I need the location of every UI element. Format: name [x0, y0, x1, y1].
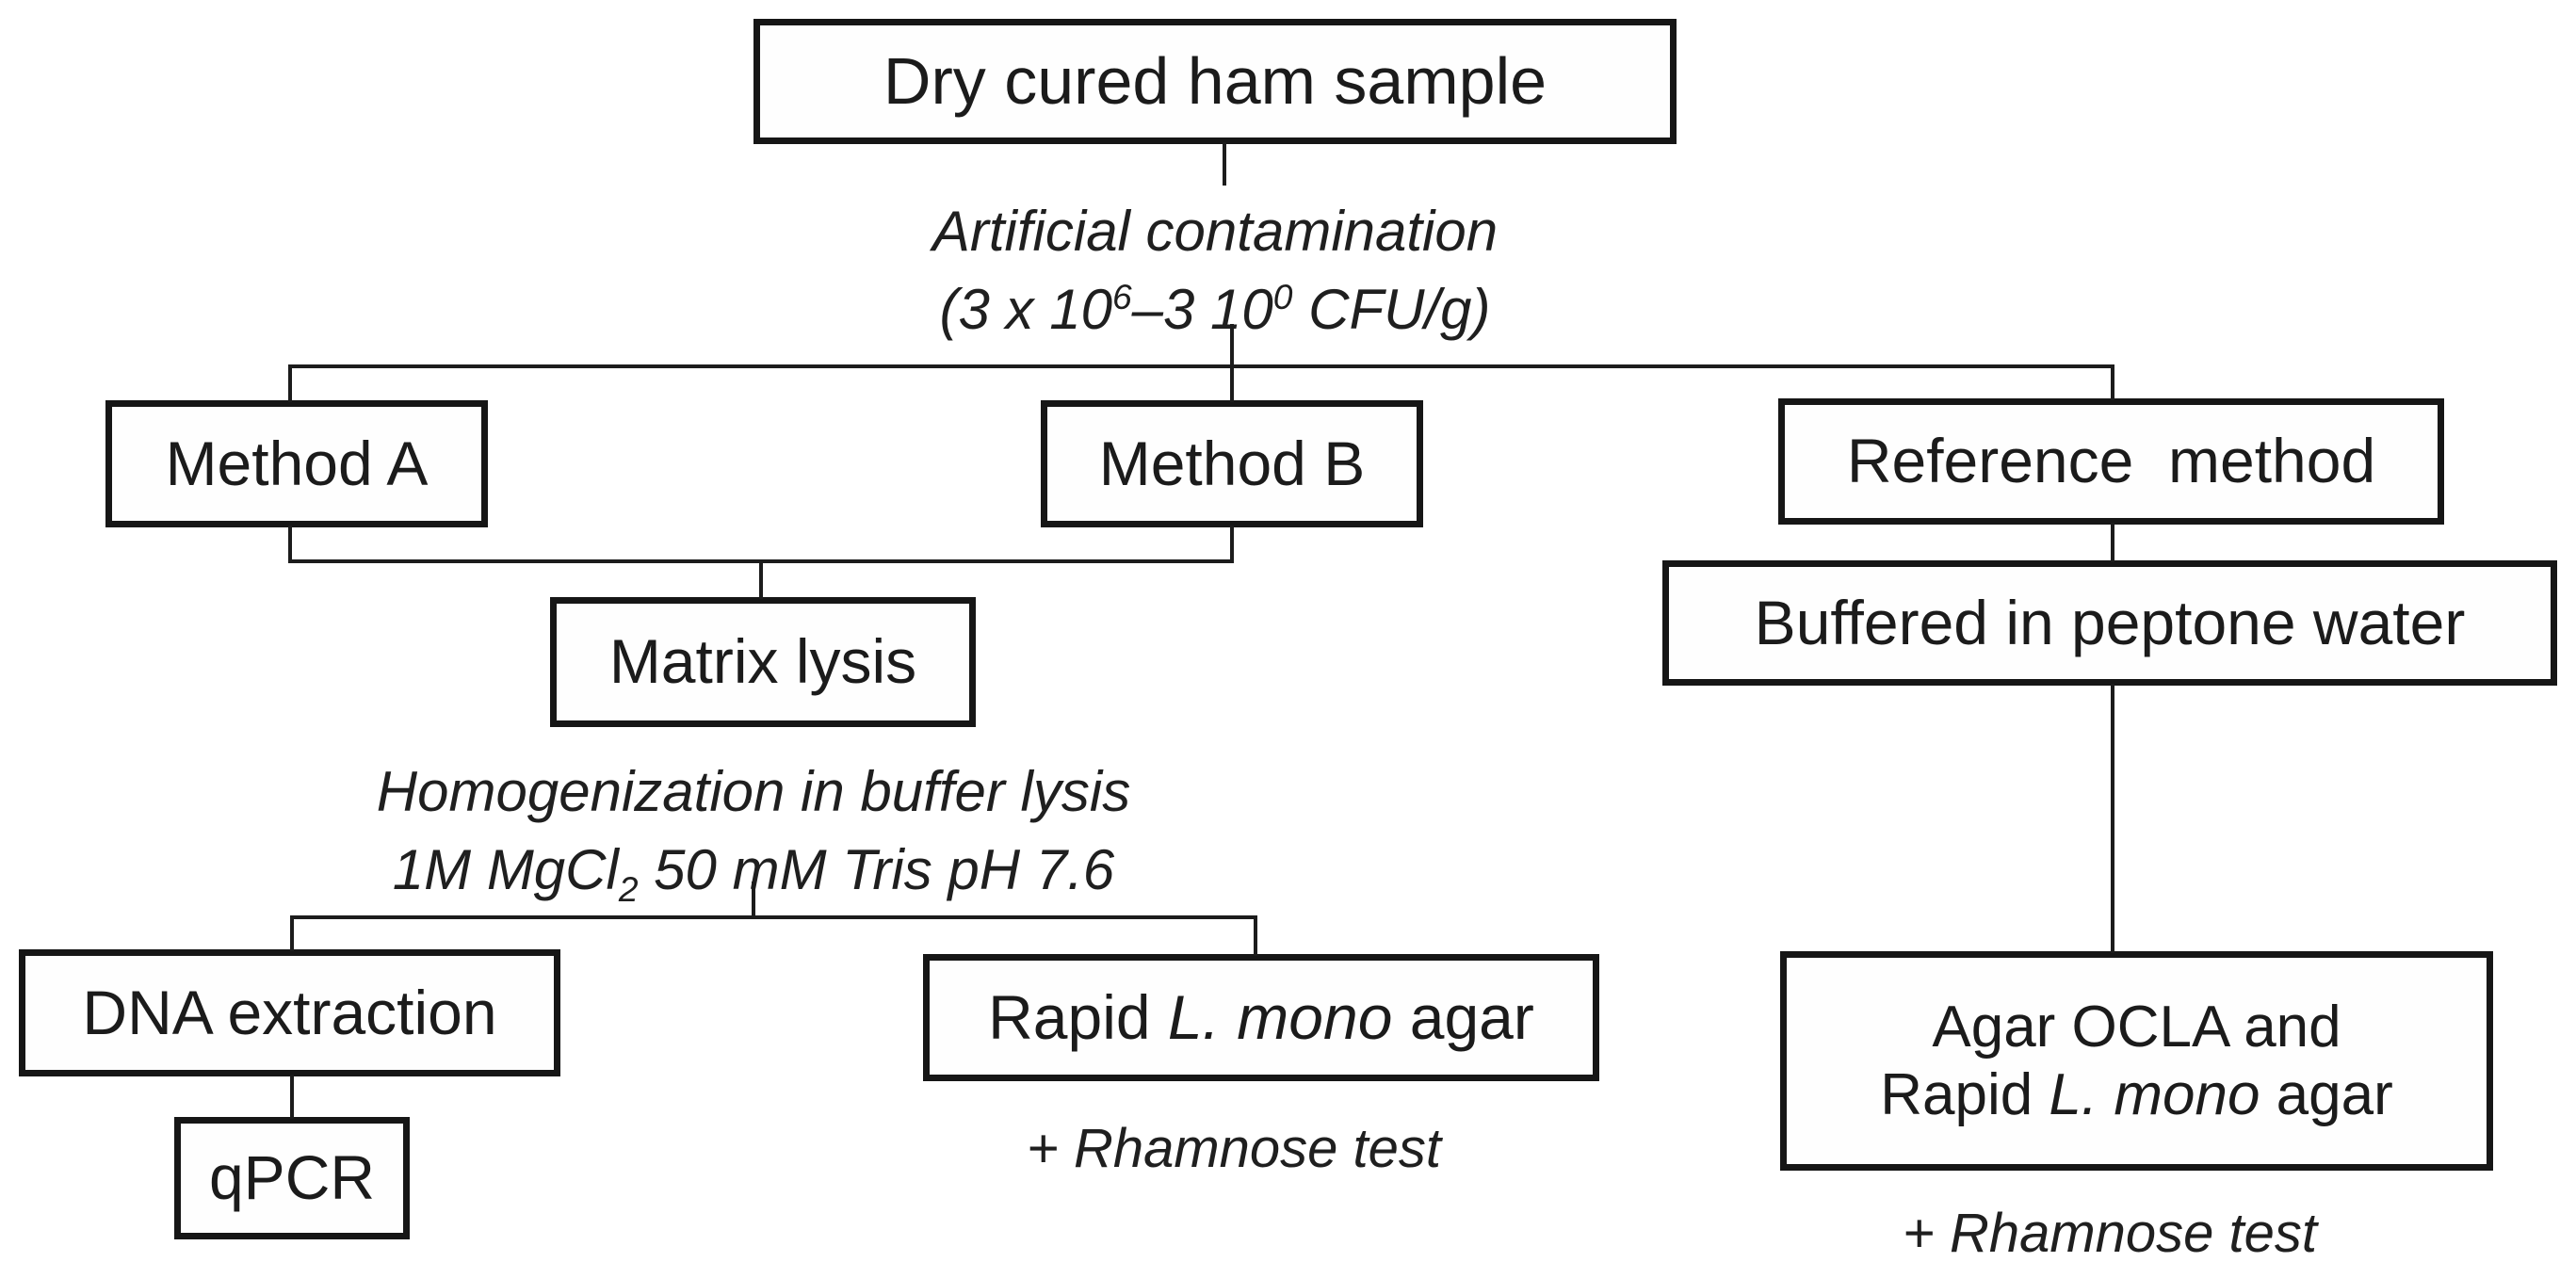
agar-ocla-line2-species: L. mono	[2049, 1061, 2260, 1127]
node-dna-extraction-label: DNA extraction	[82, 977, 497, 1047]
node-matrix-lysis: Matrix lysis	[550, 597, 976, 727]
annotation-contamination-line1: Artificial contamination	[932, 200, 1499, 263]
node-dna-extraction: DNA extraction	[19, 949, 560, 1076]
node-buffered-peptone-water: Buffered in peptone water	[1662, 560, 2557, 686]
node-method-a: Method A	[105, 400, 488, 527]
connector-drop-dna	[290, 919, 294, 951]
connector-drop-reference	[2111, 368, 2114, 400]
connector-drop-rapid-agar	[1254, 919, 1257, 956]
contamination-close: CFU/g)	[1292, 277, 1491, 341]
homogenization-subscript: 2	[618, 868, 639, 909]
node-reference-method: Reference method	[1778, 398, 2444, 525]
homogenization-post: 50 mM Tris pH 7.6	[638, 837, 1115, 901]
annotation-rhamnose-test-left: + Rhamnose test	[1026, 1118, 1442, 1179]
annotation-contamination-line2: (3 x 106–3 100 CFU/g)	[697, 271, 1733, 349]
node-matrix-lysis-label: Matrix lysis	[608, 626, 917, 697]
node-agar-ocla-rapid-l-mono: Agar OCLA and Rapid L. mono agar	[1780, 951, 2493, 1171]
connector-join-horizontal	[288, 559, 1234, 563]
node-dry-cured-ham-sample: Dry cured ham sample	[753, 19, 1677, 144]
node-qpcr-label: qPCR	[208, 1142, 376, 1213]
node-rapid-l-mono-agar: Rapid L. mono agar	[923, 954, 1599, 1081]
contamination-open: (3 x 10	[939, 277, 1112, 341]
connector-drop-method-a	[288, 368, 292, 402]
agar-ocla-line2-pre: Rapid	[1880, 1061, 2049, 1127]
connector-method-a-down	[288, 526, 292, 563]
annotation-rhamnose-test-right: + Rhamnose test	[1902, 1203, 2318, 1262]
contamination-exponent-2: 0	[1272, 276, 1293, 316]
node-method-a-label: Method A	[165, 428, 429, 498]
connector-drop-method-b	[1230, 368, 1234, 402]
rapid-agar-pre: Rapid	[988, 981, 1168, 1052]
node-qpcr: qPCR	[174, 1117, 410, 1239]
connector-method-b-down	[1230, 526, 1234, 563]
connector-homogenization-down	[752, 882, 755, 919]
annotation-homogenization-line2: 1M MgCl2 50 mM Tris pH 7.6	[235, 832, 1272, 910]
node-rapid-l-mono-agar-label: Rapid L. mono agar	[988, 982, 1534, 1054]
connector-branch-horizontal	[288, 364, 2114, 368]
agar-ocla-line2: Rapid L. mono agar	[1880, 1061, 2393, 1128]
annotation-homogenization: Homogenization in buffer lysis 1M MgCl2 …	[235, 753, 1272, 910]
rapid-agar-post: agar	[1392, 981, 1534, 1052]
contamination-mid: –3 10	[1131, 277, 1273, 341]
rapid-agar-species: L. mono	[1167, 981, 1393, 1052]
node-reference-method-label: Reference method	[1846, 426, 2376, 496]
node-method-b-label: Method B	[1098, 428, 1366, 498]
annotation-artificial-contamination: Artificial contamination (3 x 106–3 100 …	[697, 193, 1733, 349]
homogenization-pre: 1M MgCl	[392, 837, 619, 901]
annotation-homogenization-line1: Homogenization in buffer lysis	[376, 760, 1131, 823]
connector-top-to-annotation	[1223, 142, 1226, 186]
node-buffered-peptone-water-label: Buffered in peptone water	[1754, 587, 2466, 657]
connector-split-horizontal	[290, 915, 1257, 919]
agar-ocla-line2-post: agar	[2260, 1061, 2393, 1127]
connector-buffered-to-agar	[2111, 684, 2114, 953]
connector-dna-to-qpcr	[290, 1075, 294, 1119]
node-method-b: Method B	[1041, 400, 1423, 527]
connector-annotation-to-branch	[1230, 324, 1234, 368]
agar-ocla-line1: Agar OCLA and	[1932, 995, 2341, 1060]
contamination-exponent-1: 6	[1111, 276, 1132, 316]
connector-drop-matrix-lysis	[759, 563, 763, 599]
node-dry-cured-ham-sample-label: Dry cured ham sample	[883, 44, 1547, 119]
connector-reference-to-buffered	[2111, 523, 2114, 562]
